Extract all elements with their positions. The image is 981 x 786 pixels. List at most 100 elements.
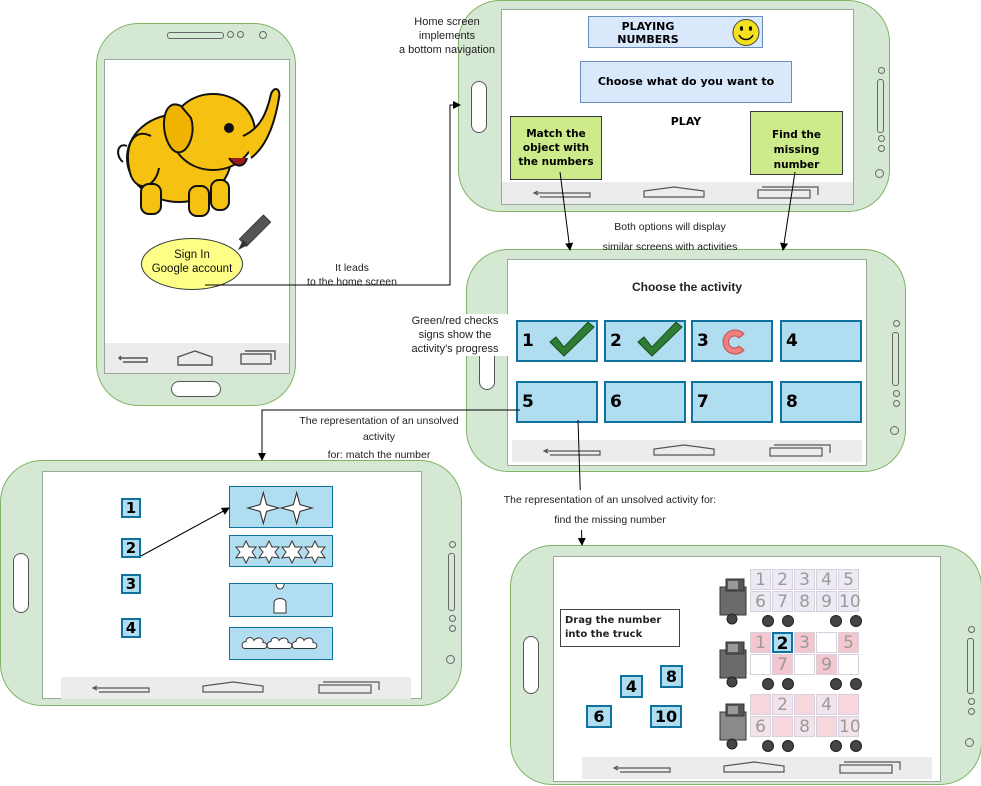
back-icon[interactable] xyxy=(532,185,592,199)
home-icon[interactable] xyxy=(201,680,265,694)
truck-cell[interactable]: 2 xyxy=(772,694,793,715)
truck-cell[interactable]: 2 xyxy=(772,632,793,654)
truck-cell[interactable]: 8 xyxy=(794,591,815,612)
truck-cell[interactable]: 7 xyxy=(772,591,793,612)
truck-cell[interactable]: 6 xyxy=(750,716,771,737)
truck-cell[interactable]: 4 xyxy=(816,694,837,715)
caption-line: a bottom navigation xyxy=(398,44,495,56)
truck-cab-icon xyxy=(719,641,747,688)
green-check-icon xyxy=(549,321,595,357)
truck-cell[interactable]: 1 xyxy=(750,569,771,590)
side-hardware-button[interactable] xyxy=(471,81,487,133)
caption-line: for: match the number xyxy=(327,449,431,461)
truck-cell[interactable] xyxy=(794,694,815,715)
truck-cell[interactable] xyxy=(750,654,771,675)
object-group[interactable] xyxy=(229,583,333,617)
number-truck: 2 4 6 8 10 xyxy=(718,694,862,752)
truck-cell[interactable]: 3 xyxy=(794,632,815,653)
truck-cell[interactable]: 10 xyxy=(838,591,861,612)
home-icon[interactable] xyxy=(175,349,215,367)
app-title-banner: PLAYING NUMBERS xyxy=(588,16,763,48)
activity-tile[interactable]: 8 xyxy=(780,381,862,423)
caption-line: similar screens with activities xyxy=(602,241,738,253)
option-match-line1: Match the xyxy=(526,128,586,140)
truck-cell[interactable]: 3 xyxy=(794,569,815,590)
four-point-star-icon xyxy=(245,490,281,526)
caption-progress-checks: Green/red checks signs show the activity… xyxy=(402,314,508,356)
truck-cell[interactable]: 9 xyxy=(816,591,837,612)
activity-tile[interactable]: 6 xyxy=(604,381,686,423)
activity-tile[interactable]: 7 xyxy=(691,381,773,423)
activity-tile[interactable]: 4 xyxy=(780,320,862,362)
truck-cell[interactable] xyxy=(838,654,859,675)
match-number[interactable]: 4 xyxy=(121,618,141,638)
truck-cell[interactable] xyxy=(750,694,771,715)
object-group[interactable] xyxy=(229,486,333,528)
truck-cell[interactable] xyxy=(816,716,837,737)
truck-cell[interactable]: 1 xyxy=(750,632,771,653)
draggable-number[interactable]: 8 xyxy=(660,665,683,688)
activity-title: Choose the activity xyxy=(631,280,743,294)
truck-cell[interactable] xyxy=(816,632,837,653)
play-prompt: Choose what do you want to PLAY xyxy=(580,61,792,128)
truck-wheel xyxy=(850,740,862,752)
truck-cell[interactable]: 2 xyxy=(772,569,793,590)
draggable-number[interactable]: 10 xyxy=(650,705,682,728)
home-phone: PLAYING NUMBERS Choose what do you want … xyxy=(458,0,890,212)
truck-cell[interactable]: 7 xyxy=(772,654,793,675)
activity-number: 4 xyxy=(786,331,798,351)
object-group[interactable] xyxy=(229,627,333,660)
side-hardware-button[interactable] xyxy=(523,636,539,694)
activity-tile[interactable]: 1 xyxy=(516,320,598,362)
truck-cell[interactable]: 9 xyxy=(816,654,837,675)
option-find-missing-button[interactable]: Find the missing number xyxy=(750,111,843,175)
home-icon[interactable] xyxy=(722,760,786,774)
side-hardware-button[interactable] xyxy=(13,553,29,613)
truck-cell[interactable]: 6 xyxy=(750,591,771,612)
six-point-star-icon xyxy=(234,539,258,565)
match-number[interactable]: 2 xyxy=(121,538,141,558)
back-icon[interactable] xyxy=(542,443,602,457)
truck-cell[interactable]: 5 xyxy=(838,569,859,590)
object-group[interactable] xyxy=(229,535,333,567)
recent-apps-icon[interactable] xyxy=(756,184,820,200)
retry-icon xyxy=(722,329,745,355)
activity-tile[interactable]: 5 xyxy=(516,381,598,423)
recent-apps-icon[interactable] xyxy=(237,348,277,366)
recent-apps-icon[interactable] xyxy=(768,442,832,458)
home-icon[interactable] xyxy=(642,185,706,199)
truck-cell[interactable] xyxy=(772,716,793,737)
match-number[interactable]: 3 xyxy=(121,574,141,594)
back-icon[interactable] xyxy=(117,350,151,366)
signin-button[interactable]: Sign In Google account xyxy=(141,238,243,290)
truck-wheel xyxy=(782,678,794,690)
recent-apps-icon[interactable] xyxy=(838,759,902,775)
draggable-number[interactable]: 4 xyxy=(620,675,643,698)
person-icon xyxy=(273,584,287,614)
back-icon[interactable] xyxy=(91,680,151,694)
home-hardware-button[interactable] xyxy=(171,381,221,397)
truck-cell[interactable]: 10 xyxy=(838,716,861,737)
back-icon[interactable] xyxy=(612,760,672,774)
option-match-object-button[interactable]: Match the object with the numbers xyxy=(510,116,602,180)
cloud-icon xyxy=(241,637,268,649)
sensor-dot xyxy=(449,625,456,632)
sensor-dot xyxy=(968,708,975,715)
recent-apps-icon[interactable] xyxy=(317,679,381,695)
activity-tile[interactable]: 3 xyxy=(691,320,773,362)
home-icon[interactable] xyxy=(652,443,716,457)
truck-cell[interactable]: 8 xyxy=(794,716,815,737)
truck-wheel xyxy=(762,615,774,627)
truck-cell[interactable] xyxy=(794,654,815,675)
draggable-number[interactable]: 6 xyxy=(586,705,612,728)
sensor-dot xyxy=(968,698,975,705)
truck-cell[interactable]: 5 xyxy=(838,632,859,653)
truck-cell[interactable] xyxy=(838,694,859,715)
signin-label-line1: Sign In xyxy=(174,249,210,261)
activity-tile[interactable]: 2 xyxy=(604,320,686,362)
truck-cell[interactable]: 4 xyxy=(816,569,837,590)
speaker-slot xyxy=(448,553,455,611)
match-number[interactable]: 1 xyxy=(121,498,141,518)
